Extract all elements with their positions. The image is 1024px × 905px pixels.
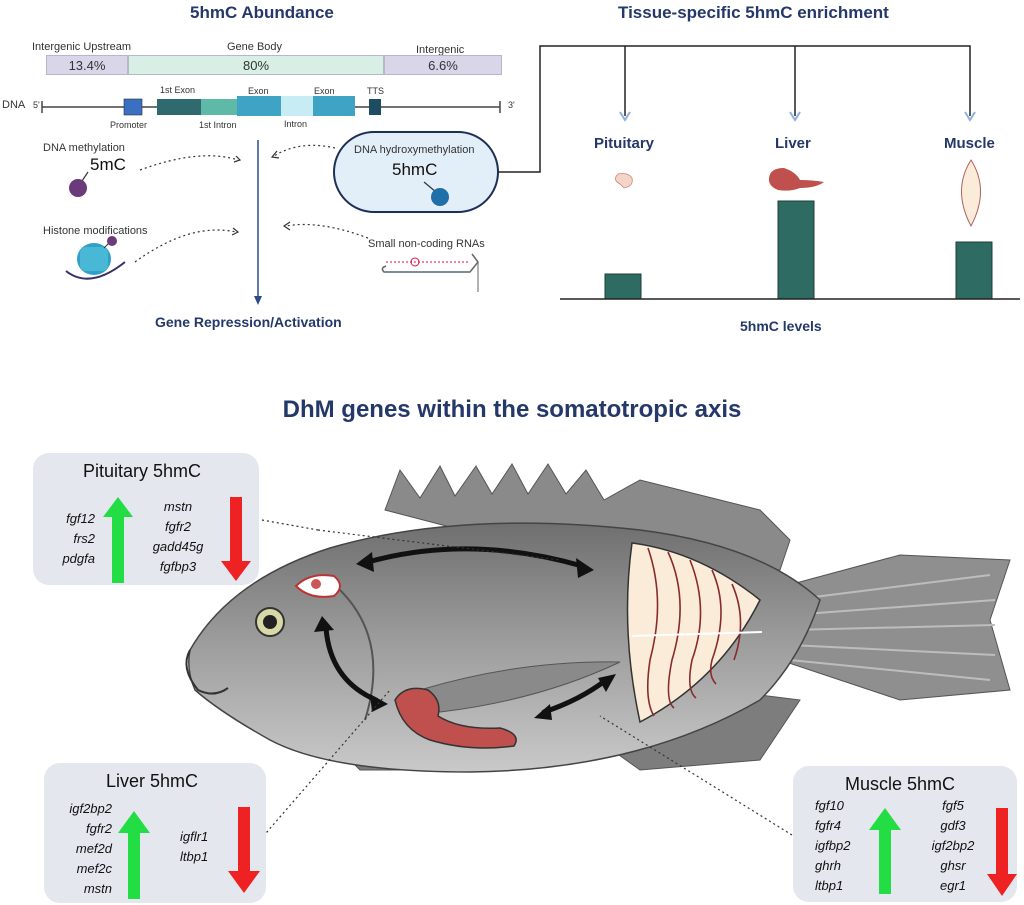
somatotropic-title: DhM genes within the somatotropic axis xyxy=(282,396,742,423)
up-arrow-icon xyxy=(103,497,133,583)
segment-value-upstream: 13.4% xyxy=(68,57,106,73)
gene-item: fgf5 xyxy=(942,798,964,813)
first-intron-label: 1st Intron xyxy=(199,120,237,130)
up-arrow-icon xyxy=(869,808,901,894)
segment-intergenic: 6.6% xyxy=(384,55,502,75)
enrichment-title: Tissue-specific 5hmC enrichment xyxy=(618,3,889,22)
muscle-up-genes: fgf10 fgfr4 igfbp2 ghrh ltbp1 xyxy=(815,796,850,896)
down-arrow-icon xyxy=(221,497,251,581)
pituitary-panel-title: Pituitary 5hmC xyxy=(83,461,202,481)
gene-item: pdgfa xyxy=(62,551,95,566)
exon-label-b: Exon xyxy=(314,86,335,96)
gene-item: gadd45g xyxy=(152,539,204,554)
tissue-label-muscle: Muscle xyxy=(944,135,995,152)
tissue-label-pituitary: Pituitary xyxy=(594,135,655,152)
mark-5mc-label: 5mC xyxy=(90,155,126,174)
three-prime-label: 3' xyxy=(508,100,515,110)
segment-value-intergenic: 6.6% xyxy=(428,57,458,73)
gene-item: igflr1 xyxy=(180,829,209,844)
segment-label-genebody: Gene Body xyxy=(227,41,283,53)
pituitary-tissue-icon xyxy=(615,173,633,189)
bar-muscle xyxy=(955,241,993,300)
gene-item: fgf10 xyxy=(815,798,844,813)
gene-item: ltbp1 xyxy=(180,849,209,864)
pituitary-up-genes: fgf12 frs2 pdgfa xyxy=(62,509,95,569)
down-arrow-icon xyxy=(228,807,260,893)
five-prime-label: 5' xyxy=(33,100,40,110)
gene-item: egr1 xyxy=(939,878,967,893)
up-arrow-icon xyxy=(118,811,150,899)
gene-item: fgfbp3 xyxy=(159,559,197,574)
liver-up-genes: igf2bp2 fgfr2 mef2d mef2c mstn xyxy=(69,799,112,899)
liver-panel: Liver 5hmC igf2bp2 fgfr2 mef2d mef2c mst… xyxy=(44,763,266,903)
gene-item: igf2bp2 xyxy=(69,801,112,816)
muscle-panel-title: Muscle 5hmC xyxy=(845,774,956,794)
gene-item: gdf3 xyxy=(940,818,966,833)
gene-item: ltbp1 xyxy=(815,878,844,893)
segment-label-intergenic: Intergenic xyxy=(416,44,465,56)
gene-item: fgf12 xyxy=(66,511,95,526)
histone-label: Histone modifications xyxy=(43,225,148,237)
gene-item: ghrh xyxy=(815,858,842,873)
abundance-title: 5hmC Abundance xyxy=(190,3,334,22)
pituitary-panel: Pituitary 5hmC fgf12 frs2 pdgfa mstn fgf… xyxy=(33,453,259,585)
gene-item: ghsr xyxy=(940,858,966,873)
gene-item: fgfr2 xyxy=(164,519,191,534)
muscle-panel: Muscle 5hmC fgf10 fgfr4 igfbp2 ghrh ltbp… xyxy=(793,766,1017,902)
liver-down-genes: igflr1 ltbp1 xyxy=(180,827,208,867)
muscle-tissue-icon xyxy=(961,159,981,228)
gene-item: mstn xyxy=(83,881,112,896)
segment-label-upstream: Intergenic Upstream xyxy=(32,41,132,53)
tissue-label-liver: Liver xyxy=(775,135,811,152)
hydroxymethylation-label: DNA hydroxymethylation xyxy=(354,144,475,156)
gene-item: mstn xyxy=(163,499,193,514)
gene-item: fgfr2 xyxy=(85,821,112,836)
segment-genebody: 80% xyxy=(128,55,384,75)
gene-item: fgfr4 xyxy=(815,818,842,833)
exon-label-a: Exon xyxy=(248,86,269,96)
gene-item: mef2d xyxy=(75,841,112,856)
first-exon-label: 1st Exon xyxy=(160,85,196,95)
gene-item: igfbp2 xyxy=(815,838,851,853)
segment-upstream: 13.4% xyxy=(46,55,128,75)
dna-label: DNA xyxy=(2,99,26,111)
gene-item: mef2c xyxy=(76,861,112,876)
down-arrow-icon xyxy=(987,808,1017,896)
ncrna-label: Small non-coding RNAs xyxy=(368,238,485,250)
liver-tissue-icon xyxy=(768,168,824,191)
gene-item: igf2bp2 xyxy=(931,838,975,853)
muscle-down-genes: fgf5 gdf3 igf2bp2 ghsr egr1 xyxy=(923,796,983,896)
chart-xlabel: 5hmC levels xyxy=(740,318,822,334)
intron-label: Intron xyxy=(284,119,308,129)
dna-methylation-label: DNA methylation xyxy=(43,142,125,154)
outcome-label: Gene Repression/Activation xyxy=(155,314,342,330)
tts-label: TTS xyxy=(367,86,384,96)
mark-5hmc-label: 5hmC xyxy=(392,160,438,179)
gene-item: frs2 xyxy=(73,531,95,546)
segment-value-genebody: 80% xyxy=(242,57,270,73)
liver-panel-title: Liver 5hmC xyxy=(106,771,199,791)
promoter-label: Promoter xyxy=(110,120,148,130)
pituitary-down-genes: mstn fgfr2 gadd45g fgfbp3 xyxy=(143,497,213,577)
